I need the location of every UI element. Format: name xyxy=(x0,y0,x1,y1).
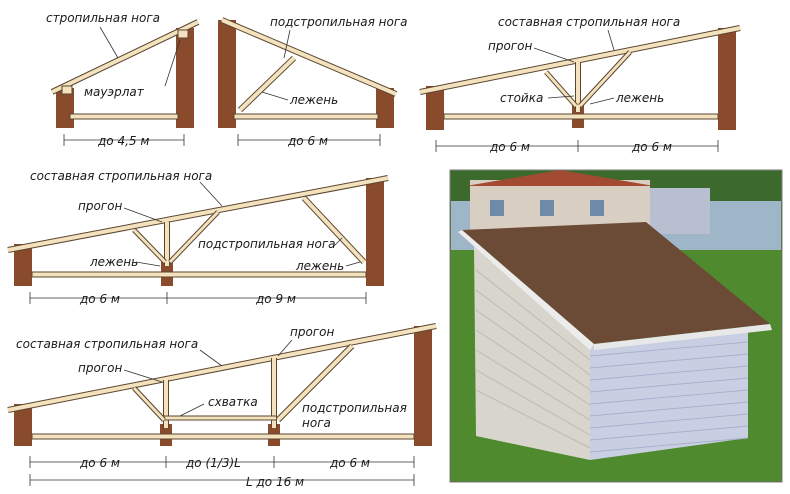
bed-beam xyxy=(31,271,367,278)
leader-rafter xyxy=(199,181,223,207)
dim-right: до 9 м xyxy=(255,292,296,306)
label-bed-left: лежень xyxy=(89,255,138,269)
label-purlin: прогон xyxy=(488,39,532,53)
bed-beam xyxy=(443,113,719,120)
leader-purlin-left xyxy=(123,369,163,383)
leader-bed-left xyxy=(135,261,161,267)
bg-house-window-3 xyxy=(590,200,604,216)
bg-house-window-2 xyxy=(540,200,554,216)
left-wall xyxy=(14,244,32,286)
label-rafter: составная стропильная нога xyxy=(498,15,680,29)
shed-roof-edge xyxy=(594,324,772,350)
leader-strut xyxy=(333,237,343,247)
label-purlin: прогон xyxy=(78,199,122,213)
label-bed-right: лежень xyxy=(295,259,344,273)
label-strut-1: подстропильная xyxy=(302,401,407,415)
ceiling-beam xyxy=(69,113,179,120)
label-rafter: стропильная нога xyxy=(46,11,160,25)
bed-beam xyxy=(233,113,379,120)
rafter-fill xyxy=(7,324,437,412)
bg-house-roof xyxy=(466,170,654,186)
right-wall xyxy=(376,88,394,128)
right-wall xyxy=(718,28,736,130)
brace-right-fill xyxy=(168,210,220,264)
label-purlin-top: прогон xyxy=(290,325,334,339)
diagram-4-composite-rafter-strut: составная стропильная нога прогон подстр… xyxy=(7,169,389,306)
label-post: стойка xyxy=(500,91,543,105)
dim-span: до 4,5 м xyxy=(97,134,149,148)
rafter-fill xyxy=(7,176,389,252)
leader-rafter xyxy=(607,29,615,51)
label-mauerlat: мауэрлат xyxy=(84,85,145,99)
leader-purlin xyxy=(533,47,575,63)
strut-fill xyxy=(302,196,366,264)
diagram-1-simple-rafter: стропильная нога мауэрлат до 4,5 м xyxy=(46,11,200,148)
dim-total: L до 16 м xyxy=(246,475,304,489)
label-bed: лежень xyxy=(615,91,664,105)
siding-lines-left xyxy=(475,269,591,449)
rafter-fill xyxy=(51,20,199,94)
left-wall xyxy=(218,20,236,128)
dim-left: до 6 м xyxy=(79,456,120,470)
label-tie: схватка xyxy=(208,395,258,409)
leader-tie xyxy=(179,403,205,417)
label-rafter: составная стропильная нога xyxy=(30,169,212,183)
rafter-fill xyxy=(419,26,741,94)
right-wall xyxy=(176,28,194,128)
brace-left-fill xyxy=(132,386,166,422)
leader-rafter xyxy=(99,26,119,59)
leader-bed xyxy=(261,91,289,101)
diagram-2-strut-rafter: подстропильная нога лежень до 6 м xyxy=(218,15,408,148)
strut-fill xyxy=(238,56,296,112)
dim-mid: до (1/3)L xyxy=(185,456,241,470)
label-rafter: составная стропильная нога xyxy=(16,337,198,351)
leader-bed-right xyxy=(345,261,361,267)
rafter-fill xyxy=(221,18,397,96)
dim-right: до 6 м xyxy=(631,140,672,154)
left-wall xyxy=(426,86,444,130)
dim-right: до 6 м xyxy=(329,456,370,470)
label-purlin-left: прогон xyxy=(78,361,122,375)
leader-purlin-top xyxy=(277,339,293,357)
bed-beam xyxy=(31,433,415,440)
brace-left-fill xyxy=(132,228,167,264)
leader-rafter xyxy=(199,349,223,367)
siding-lines xyxy=(589,341,749,453)
leader-post xyxy=(547,95,575,99)
shed-render-image xyxy=(449,169,783,483)
brace-left-fill xyxy=(544,71,578,107)
label-strut-2: нога xyxy=(302,416,331,430)
right-wall xyxy=(414,326,432,446)
dim-left: до 6 м xyxy=(489,140,530,154)
leader-strut xyxy=(283,29,291,59)
bg-house-window-1 xyxy=(490,200,504,216)
dim-span: до 6 м xyxy=(287,134,328,148)
diagram-5-two-posts-tie: составная стропильная нога прогон прогон… xyxy=(7,323,437,489)
diagram-3-composite-rafter: составная стропильная нога прогон стойка… xyxy=(419,15,741,154)
mauerlat-right xyxy=(177,29,189,39)
left-wall xyxy=(14,404,32,446)
leader-purlin xyxy=(123,207,163,223)
bg-house-right xyxy=(650,188,710,234)
leader-mauerlat xyxy=(164,39,181,87)
shed-roof xyxy=(462,222,770,344)
label-bed: лежень xyxy=(289,93,338,107)
label-strut: подстропильная нога xyxy=(270,15,408,29)
brace-right-fill xyxy=(578,50,632,108)
dim-left: до 6 м xyxy=(79,292,120,306)
strut-fill xyxy=(276,344,354,422)
shed-wall-left xyxy=(474,246,590,460)
shed-roof-side-edge xyxy=(458,230,594,350)
right-wall xyxy=(366,178,384,286)
shed-wall-front xyxy=(590,330,748,460)
label-strut: подстропильная нога xyxy=(198,237,336,251)
leader-bed xyxy=(589,97,615,105)
mauerlat xyxy=(61,85,73,95)
